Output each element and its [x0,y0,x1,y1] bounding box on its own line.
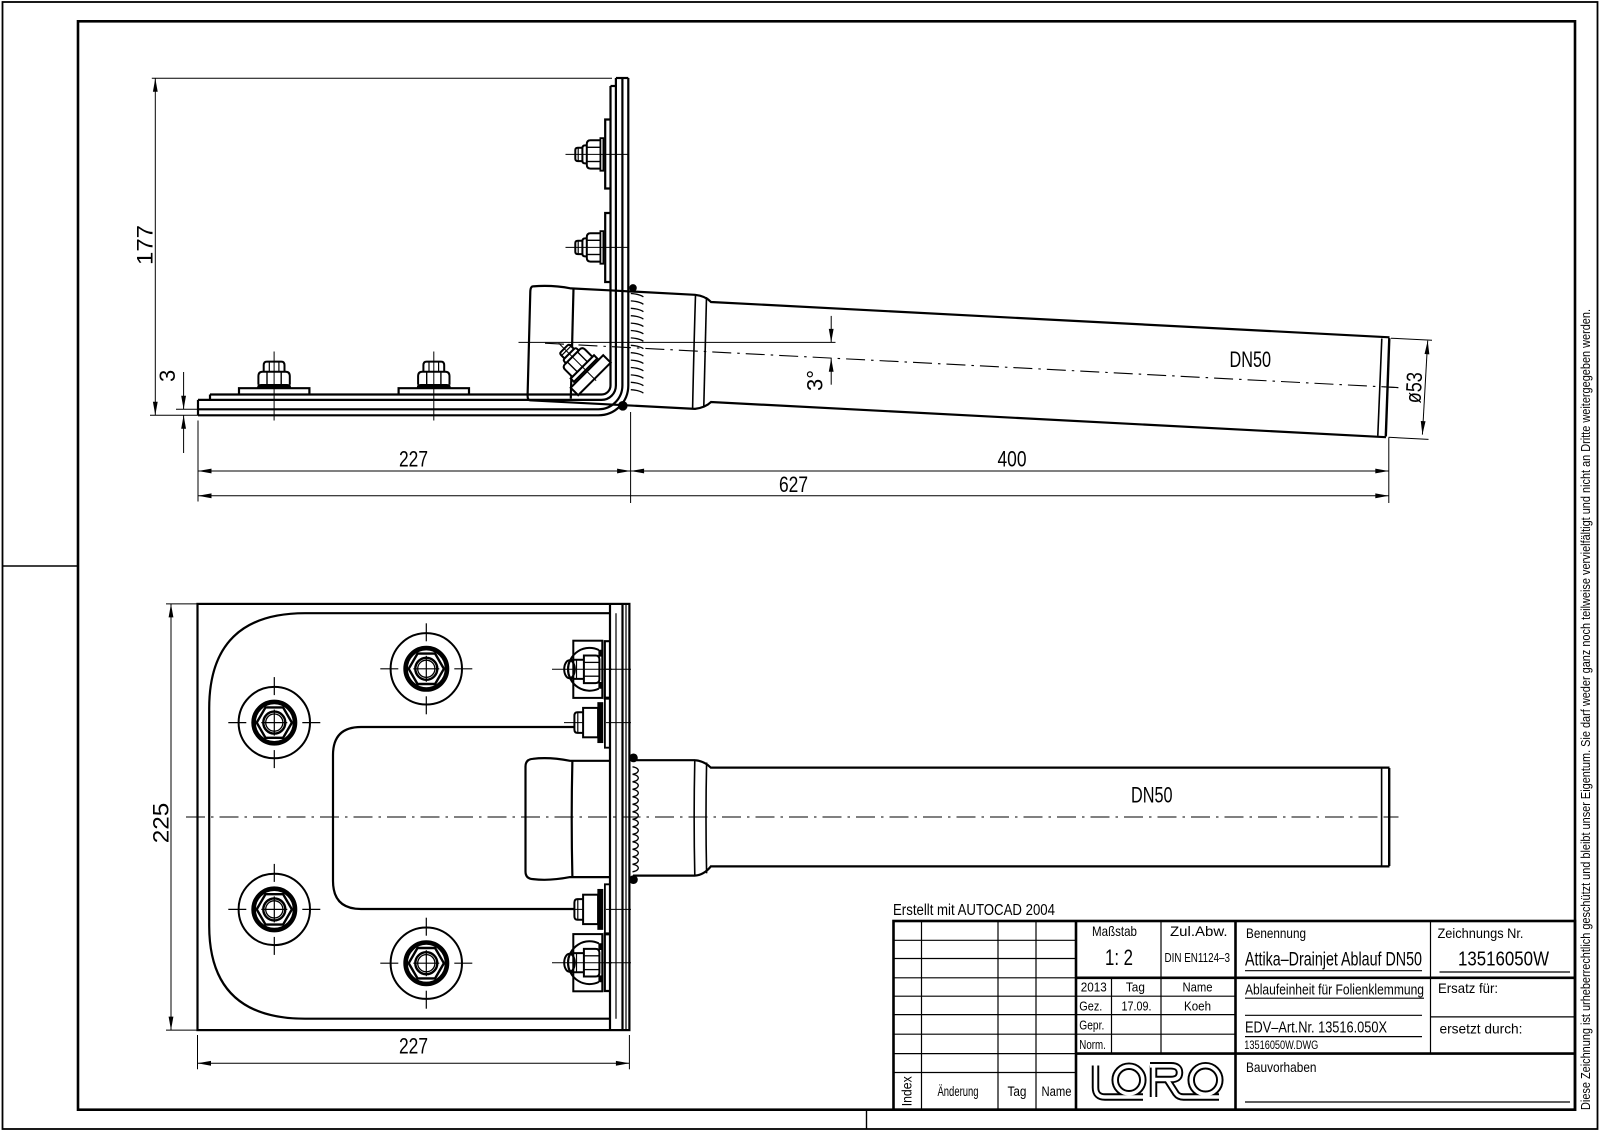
svg-text:Zeichnungs Nr.: Zeichnungs Nr. [1438,925,1524,941]
svg-text:3°: 3° [803,370,828,391]
svg-text:Ersatz für:: Ersatz für: [1438,980,1498,996]
svg-text:13516050W.DWG: 13516050W.DWG [1244,1040,1318,1052]
svg-text:Gez.: Gez. [1079,999,1102,1013]
svg-text:Index: Index [900,1076,915,1106]
svg-text:DN50: DN50 [1230,347,1272,372]
svg-text:Änderung: Änderung [938,1084,979,1099]
svg-text:225: 225 [149,803,174,844]
svg-text:Benennung: Benennung [1246,925,1306,941]
svg-text:Diese Zeichnung ist urheberrec: Diese Zeichnung ist urheberrechtlich ges… [1578,309,1593,1110]
svg-text:Norm.: Norm. [1079,1038,1106,1052]
svg-text:EDV–Art.Nr. 13516.050X: EDV–Art.Nr. 13516.050X [1245,1020,1388,1037]
svg-text:3: 3 [155,370,180,382]
svg-text:DIN EN1124–3: DIN EN1124–3 [1165,951,1231,965]
svg-text:Name: Name [1042,1084,1072,1099]
svg-text:227: 227 [399,1033,428,1058]
svg-text:ersetzt durch:: ersetzt durch: [1440,1021,1523,1037]
svg-text:Tag: Tag [1008,1084,1027,1099]
svg-text:227: 227 [399,446,428,471]
svg-text:400: 400 [998,446,1027,471]
svg-text:Attika–Drainjet Ablauf DN50: Attika–Drainjet Ablauf DN50 [1245,949,1422,971]
svg-text:1: 2: 1: 2 [1105,945,1133,970]
svg-text:2013: 2013 [1081,981,1107,995]
svg-text:Maßstab: Maßstab [1092,923,1137,939]
svg-text:Tag: Tag [1126,981,1145,995]
svg-text:Gepr.: Gepr. [1079,1019,1104,1033]
svg-text:Bauvorhaben: Bauvorhaben [1246,1059,1317,1075]
svg-text:Ablaufeinheit für Folienklemmu: Ablaufeinheit für Folienklemmung [1245,982,1424,998]
svg-text:DN50: DN50 [1131,783,1173,808]
svg-text:Koeh: Koeh [1184,999,1211,1013]
svg-text:13516050W: 13516050W [1458,948,1550,971]
svg-text:Name: Name [1183,981,1213,995]
svg-text:ø53: ø53 [1401,371,1428,403]
svg-text:Zul.Abw.: Zul.Abw. [1170,923,1228,939]
svg-text:17.09.: 17.09. [1122,999,1152,1013]
svg-text:177: 177 [133,225,158,265]
svg-text:627: 627 [779,472,808,497]
svg-text:Erstellt mit AUTOCAD 2004: Erstellt mit AUTOCAD 2004 [893,902,1055,919]
